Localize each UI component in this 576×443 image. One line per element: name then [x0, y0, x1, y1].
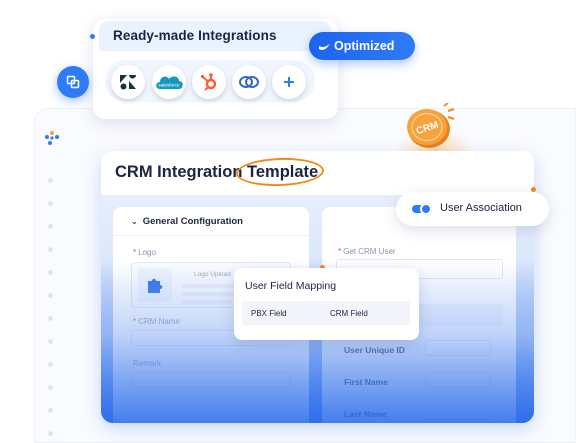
chevron-down-icon: ⌄ — [131, 217, 138, 226]
user-unique-id-input[interactable] — [425, 340, 491, 356]
upload-line — [182, 300, 232, 304]
remark-label: Remark — [133, 359, 162, 368]
integrations-dot — [90, 34, 95, 39]
field-mapping-header: PBX Field CRM Field — [242, 301, 410, 325]
hubspot-icon[interactable] — [192, 65, 226, 99]
user-field-mapping-card: User Field Mapping PBX Field CRM Field — [234, 268, 419, 340]
puzzle-icon — [148, 278, 163, 293]
user-unique-id-label: User Unique ID — [344, 345, 405, 355]
crm-name-label: *CRM Name — [133, 317, 180, 326]
add-icon — [284, 77, 294, 87]
zendesk-icon[interactable] — [111, 65, 145, 99]
add-integration-button[interactable] — [272, 65, 306, 99]
first-name-input[interactable] — [425, 372, 491, 388]
crm-field-column: CRM Field — [330, 309, 368, 318]
general-config-header[interactable]: ⌄ General Configuration — [131, 216, 243, 227]
template-header: CRM Integration Template — [101, 151, 534, 195]
first-name-label: First Name — [344, 377, 388, 387]
remark-input[interactable] — [131, 372, 291, 388]
logo-upload-text: Logo Upload — [194, 271, 231, 278]
user-association-toggle[interactable] — [412, 203, 432, 215]
integrations-icon-row: salesforce — [105, 60, 315, 102]
accent-dot — [531, 187, 536, 192]
optimized-label: Optimized — [334, 39, 395, 53]
get-crm-user-label: *Get CRM User — [338, 247, 396, 256]
copy-icon — [66, 75, 80, 89]
svg-text:salesforce: salesforce — [159, 83, 180, 88]
logo-thumbnail — [138, 268, 172, 302]
app-logo-icon — [45, 131, 59, 145]
integration-badge — [57, 66, 89, 98]
general-config-label: General Configuration — [142, 216, 243, 227]
upload-line — [182, 284, 242, 288]
sidebar-placeholder — [47, 178, 55, 443]
crm-coin-icon: CRM — [407, 103, 455, 148]
field-mapping-title: User Field Mapping — [245, 280, 337, 292]
salesforce-icon[interactable]: salesforce — [152, 65, 186, 99]
logo-label: *Logo — [133, 248, 156, 257]
optimized-badge: Optimized — [309, 32, 415, 60]
user-association-label: User Association — [440, 202, 522, 214]
zoho-icon[interactable] — [232, 65, 266, 99]
last-name-label: Last Name — [344, 409, 387, 419]
pbx-field-column: PBX Field — [251, 309, 287, 318]
divider — [113, 235, 309, 236]
accent-dot — [320, 265, 325, 270]
user-association-card: User Association — [396, 192, 549, 226]
swoosh-icon — [319, 43, 330, 50]
last-name-input[interactable] — [425, 404, 491, 420]
integrations-title-bar: Ready-made Integrations — [99, 21, 331, 51]
template-title: CRM Integration Template — [115, 163, 319, 181]
integrations-title: Ready-made Integrations — [113, 28, 277, 43]
